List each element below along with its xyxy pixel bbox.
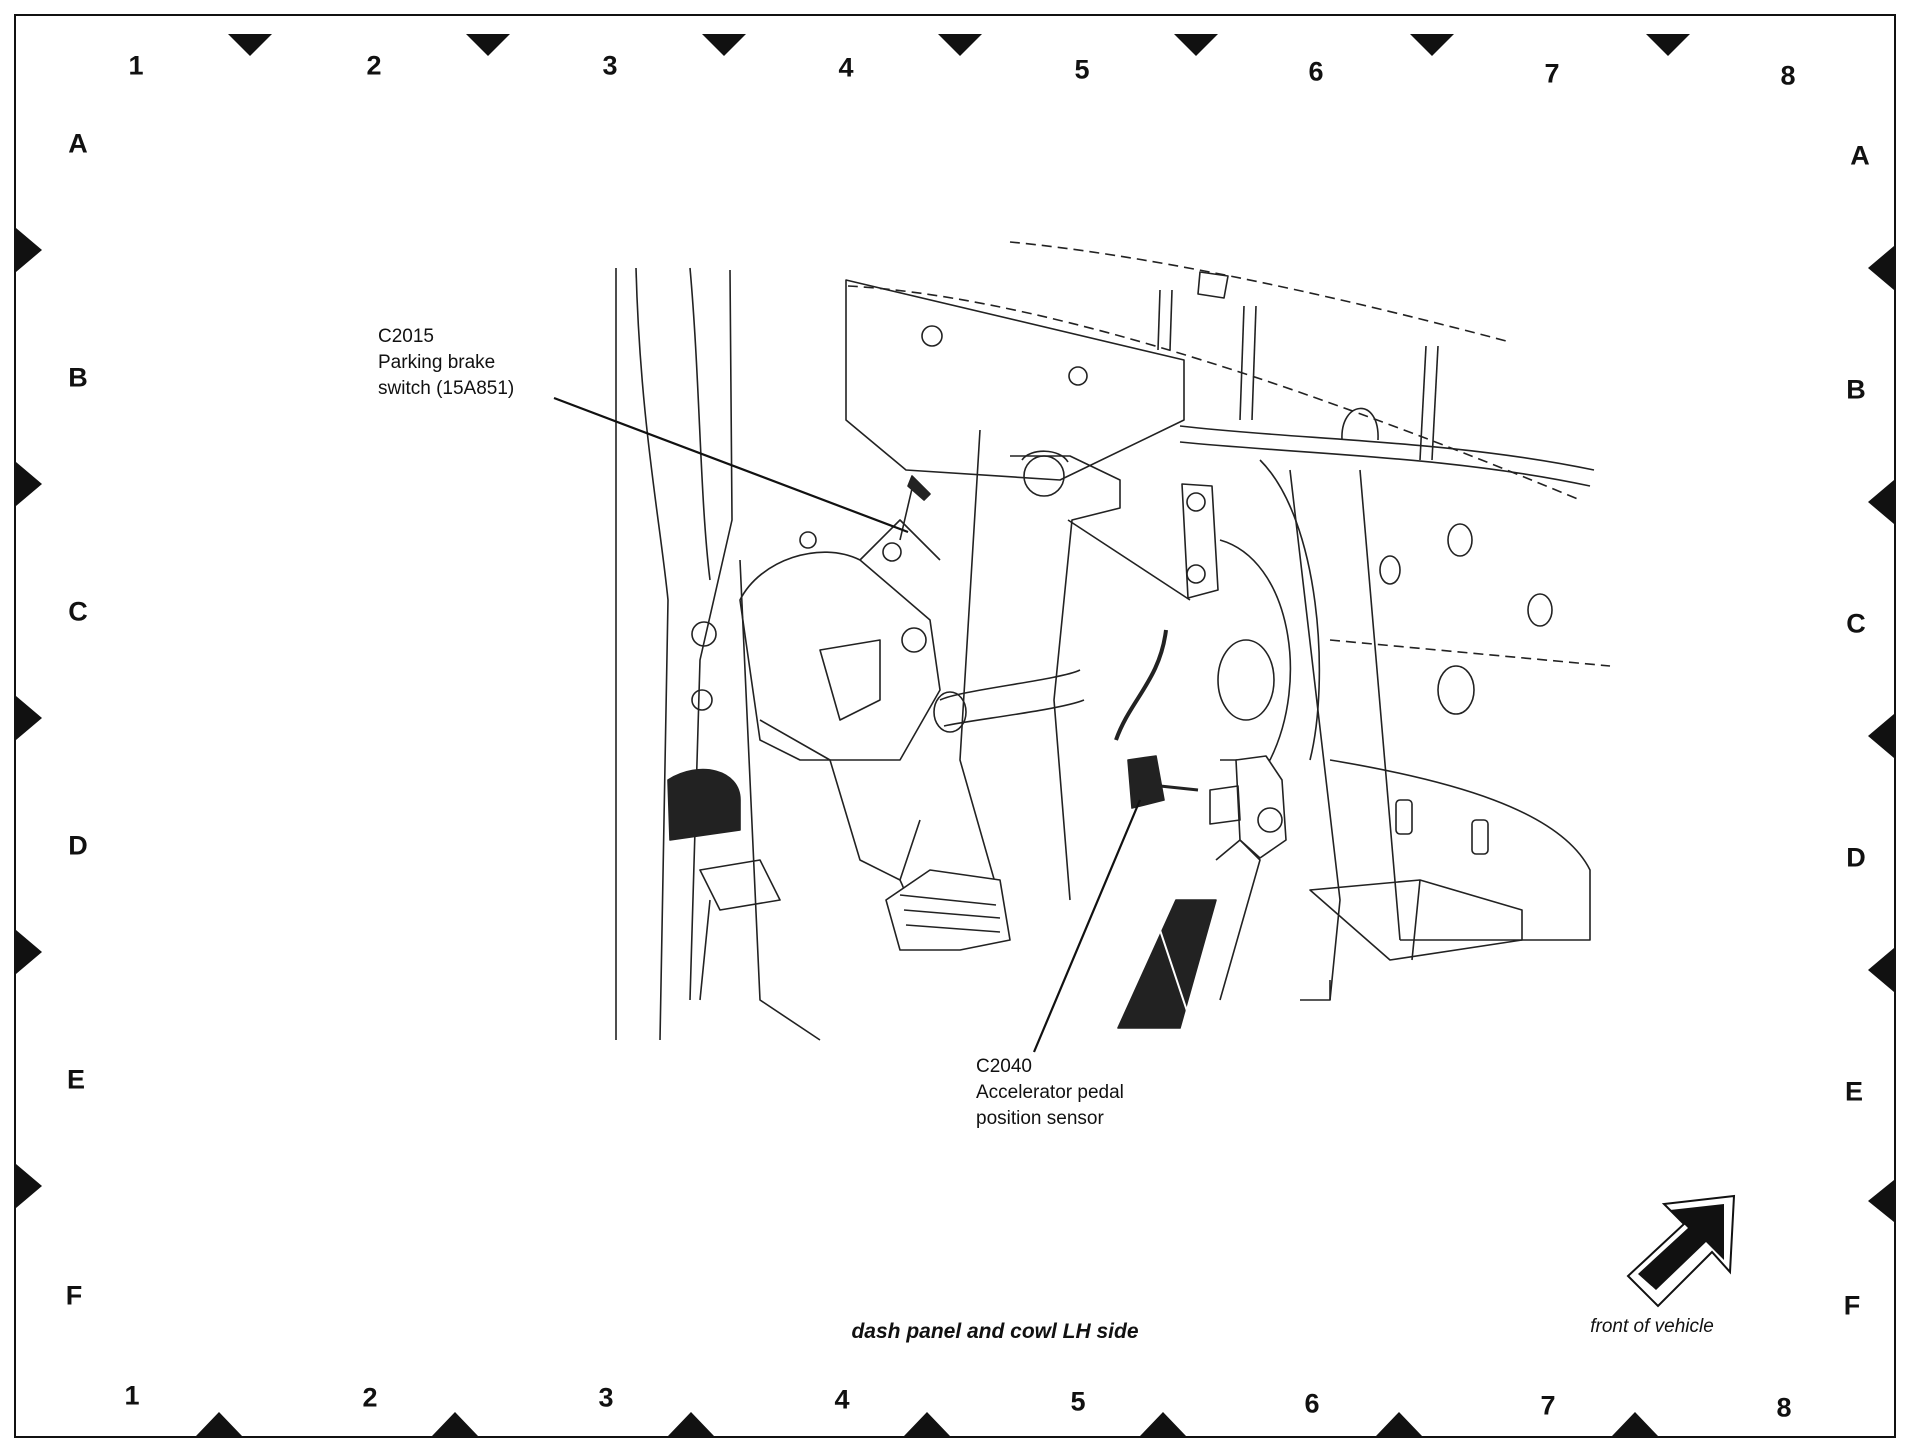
col-label-top-5: 5: [1074, 54, 1090, 85]
callout-c2040-code: C2040: [976, 1056, 1032, 1077]
col-label-top-3: 3: [602, 50, 618, 81]
leader-lines: [553, 396, 1142, 1053]
leader-line-c2040: [1032, 799, 1142, 1053]
row-label-left-C: C: [68, 596, 88, 627]
row-label-left-E: E: [66, 1064, 86, 1095]
col-label-bottom-1: 1: [124, 1380, 140, 1411]
col-label-bottom-5: 5: [1070, 1386, 1086, 1417]
callout-c2040-line-2: position sensor: [976, 1108, 1104, 1129]
row-label-right-F: F: [1843, 1290, 1861, 1321]
leader-line-c2015: [553, 396, 909, 534]
col-label-bottom-6: 6: [1304, 1388, 1320, 1419]
diagram-frame: [14, 14, 1896, 1438]
callout-c2015-line-2: switch (15A851): [378, 378, 515, 399]
callout-c2015-code: C2015: [378, 326, 434, 347]
row-label-right-C: C: [1846, 608, 1866, 639]
col-label-bottom-4: 4: [834, 1384, 850, 1415]
col-label-bottom-7: 7: [1540, 1390, 1556, 1421]
dash-panel-line-art: [615, 241, 1611, 1041]
col-label-top-2: 2: [366, 50, 382, 81]
callout-c2015: C2015 Parking brake switch (15A851): [378, 324, 514, 402]
row-label-left-A: A: [68, 128, 88, 159]
front-of-vehicle-arrow-icon: [1626, 1194, 1736, 1308]
col-label-bottom-8: 8: [1776, 1392, 1792, 1423]
diagram-caption: dash panel and cowl LH side: [851, 1320, 1139, 1343]
row-label-left-B: B: [68, 362, 88, 393]
col-label-bottom-2: 2: [362, 1382, 378, 1413]
row-label-right-A: A: [1850, 140, 1870, 171]
row-label-right-D: D: [1846, 842, 1866, 873]
row-label-right-E: E: [1844, 1076, 1864, 1107]
col-label-top-7: 7: [1544, 58, 1560, 89]
front-of-vehicle-label: front of vehicle: [1590, 1316, 1714, 1337]
callout-c2040: C2040 Accelerator pedal position sensor: [976, 1054, 1124, 1132]
col-label-top-4: 4: [838, 52, 854, 83]
col-label-top-8: 8: [1780, 60, 1796, 91]
col-label-bottom-3: 3: [598, 1382, 614, 1413]
grid-markers: [16, 34, 1894, 1436]
row-label-left-F: F: [65, 1280, 83, 1311]
row-label-left-D: D: [68, 830, 88, 861]
col-label-top-1: 1: [128, 50, 144, 81]
callout-c2040-line-1: Accelerator pedal: [976, 1082, 1124, 1103]
callout-c2015-line-1: Parking brake: [378, 352, 496, 373]
col-label-top-6: 6: [1308, 56, 1324, 87]
row-label-right-B: B: [1846, 374, 1866, 405]
